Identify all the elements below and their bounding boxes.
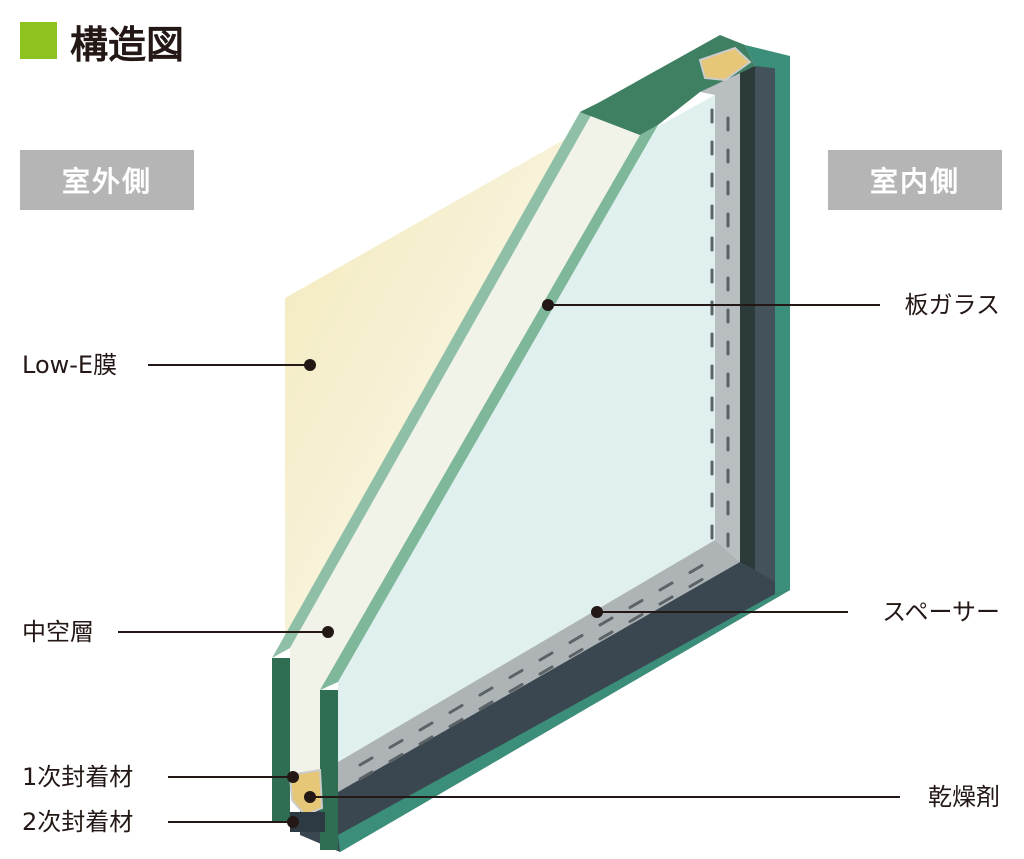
desiccant-label: 乾燥剤 <box>928 783 1000 811</box>
bottom-glass-edge <box>338 590 790 852</box>
spacer-hole <box>598 616 614 627</box>
hollow-layer-label: 中空層 <box>22 618 94 646</box>
spacer-hole <box>658 581 674 592</box>
right-glass-edge <box>775 56 790 594</box>
spacer-hole <box>538 665 554 676</box>
spacer-hole <box>388 739 404 749</box>
spacer-hole <box>508 669 524 679</box>
air-gap <box>290 103 645 790</box>
spacer-hole <box>358 756 374 767</box>
inner-pane-face <box>338 95 715 762</box>
spacer-hole <box>568 634 584 644</box>
spacer-hole <box>418 721 434 732</box>
spacer-hole <box>418 735 434 746</box>
spacer-hole <box>568 648 584 658</box>
page-title: 構造図 <box>70 23 185 67</box>
spacer-hole <box>448 704 464 714</box>
indoor-side-badge: 室内側 <box>828 150 1002 210</box>
desiccant-top <box>698 46 752 82</box>
secondary-sealant-label: 2次封着材 <box>22 808 134 836</box>
spacer-label: スペーサー <box>882 598 1000 626</box>
spacer-hole <box>388 753 404 763</box>
primary-sealant-label: 1次封着材 <box>22 763 134 791</box>
spacer-hole <box>688 564 704 574</box>
spacer-hole <box>628 613 644 623</box>
spacer-hole <box>538 651 554 662</box>
spacer-hole <box>598 630 614 641</box>
glass-label: 板ガラス <box>904 291 1000 319</box>
spacer-hole <box>658 595 674 606</box>
spacer-hole <box>628 599 644 609</box>
low-e-label: Low-E膜 <box>22 351 118 379</box>
title-marker-icon <box>20 22 57 59</box>
spacer-hole <box>508 683 524 693</box>
spacer-hole <box>478 700 494 711</box>
spacer-hole <box>448 718 464 728</box>
outdoor-side-badge: 室外側 <box>20 150 194 210</box>
spacer-hole <box>688 578 704 588</box>
spacer-hole <box>478 686 494 697</box>
outer-pane-edge <box>272 658 290 823</box>
inner-pane-bevel <box>320 125 658 690</box>
spacer-right <box>700 72 740 562</box>
frame-bottom <box>300 560 790 852</box>
outer-pane-bevel <box>272 103 598 658</box>
spacer-hole <box>358 770 374 781</box>
inner-pane-edge <box>320 690 338 850</box>
desiccant-bottom <box>288 768 324 817</box>
